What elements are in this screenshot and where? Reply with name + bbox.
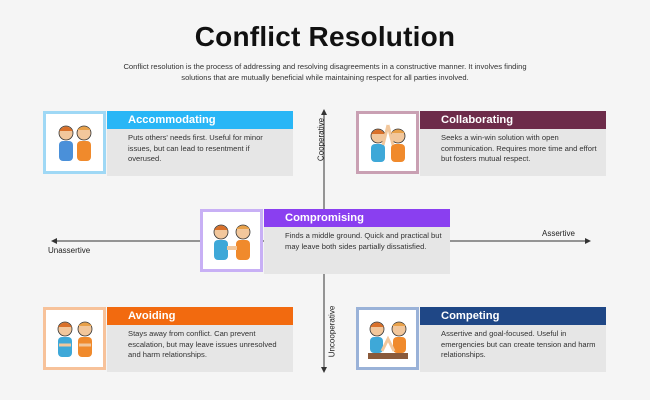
card-description: Stays away from conflict. Can prevent es… xyxy=(107,325,293,372)
high-five-icon xyxy=(356,111,419,174)
page-subtitle: Conflict resolution is the process of ad… xyxy=(123,62,527,82)
two-people-icon xyxy=(43,111,106,174)
card-compromising: Compromising Finds a middle ground. Quic… xyxy=(200,209,450,274)
card-title: Compromising xyxy=(264,209,450,227)
card-title: Competing xyxy=(420,307,606,325)
card-description: Assertive and goal-focused. Useful in em… xyxy=(420,325,606,372)
axis-label-assertive: Assertive xyxy=(542,229,575,238)
card-avoiding: Avoiding Stays away from conflict. Can p… xyxy=(43,307,293,372)
card-description: Puts others' needs first. Useful for min… xyxy=(107,129,293,176)
handshake-icon xyxy=(200,209,263,272)
crossed-arms-icon xyxy=(43,307,106,370)
card-description: Seeks a win-win solution with open commu… xyxy=(420,129,606,176)
axis-label-unassertive: Unassertive xyxy=(48,246,91,255)
axis-label-uncooperative: Uncooperative xyxy=(327,305,337,358)
card-title: Collaborating xyxy=(420,111,606,129)
page-title: Conflict Resolution xyxy=(194,21,456,52)
card-description: Finds a middle ground. Quick and practic… xyxy=(264,227,450,274)
card-collaborating: Collaborating Seeks a win-win solution w… xyxy=(356,111,606,176)
card-title: Accommodating xyxy=(107,111,293,129)
card-competing: Competing Assertive and goal-focused. Us… xyxy=(356,307,606,372)
axis-label-cooperative: Cooperative xyxy=(316,117,326,162)
card-accommodating: Accommodating Puts others' needs first. … xyxy=(43,111,293,176)
arm-wrestling-icon xyxy=(356,307,419,370)
card-title: Avoiding xyxy=(107,307,293,325)
